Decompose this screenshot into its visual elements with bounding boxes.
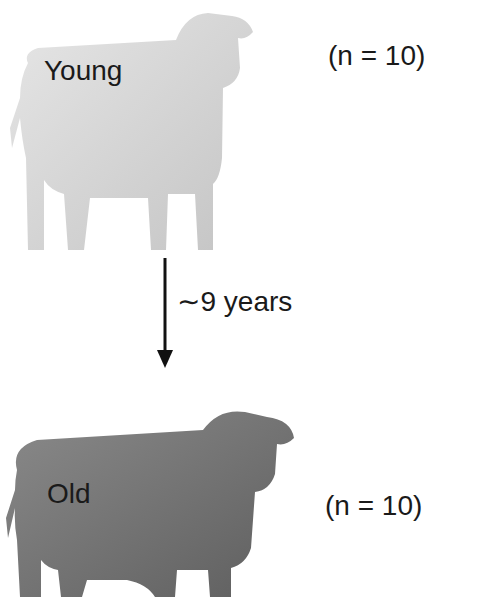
sample-size: (n = 10) — [325, 490, 422, 522]
interval-label: ∼9 years — [175, 285, 294, 318]
sample-size: (n = 10) — [328, 40, 425, 72]
young-cattle: Young — [8, 3, 258, 258]
cattle-silhouette — [8, 3, 258, 258]
group-label: Old — [47, 478, 91, 510]
time-arrow — [157, 258, 173, 368]
group-label: Young — [44, 55, 122, 87]
old-cattle: Old — [5, 368, 297, 600]
